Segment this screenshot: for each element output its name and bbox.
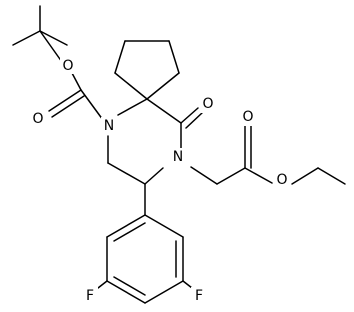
bond-carbamate-c-o-double-a [48,89,82,112]
bond-ch-n [144,167,164,185]
bond-n-spiro [117,98,148,116]
atom-o-carbonyl-boc: O [32,111,43,127]
atom-o-ester-ether: O [276,172,287,188]
atom-n-boc: N [104,118,114,134]
atom-f-right: F [195,288,203,304]
bond-carbamate-c-o-double-b [51,95,85,118]
bond-tbu-c-o [39,30,63,63]
bond-ch2-chaiyl [107,162,146,185]
bond-o-carbamate-c [71,72,82,91]
bond-ester-c-o-single [244,167,273,184]
bond-c-f-left [97,280,108,289]
bond-ar-6 [144,214,184,238]
atom-o-ether-boc: O [62,58,73,74]
bond-ethyl-ch2-ch3 [317,167,346,185]
atom-n-ring: N [173,149,183,165]
atom-o-lactam: O [202,96,213,112]
bond-cp-2 [114,40,126,74]
bond-tbu-c-ch3-left [12,30,41,46]
bond-lactam-c-spiro [146,98,182,124]
bond-o-ethyl-ch2 [291,167,319,185]
bond-ar-inner-2 [113,276,146,296]
atom-f-left: F [86,288,94,304]
bond-cp-4 [168,40,180,74]
bond-ar-inner-1 [113,222,146,242]
bond-lactam-c-o-double-b [185,112,203,129]
bond-ar-1 [106,214,146,238]
bond-ar-4 [144,280,184,304]
atom-o-ester-carbonyl: O [242,109,253,125]
bond-ch2-ester-c [216,167,246,185]
bond-lactam-c-o-double-a [180,107,199,124]
bond-n-ch2-side [190,166,218,185]
bond-ar-3 [106,280,146,304]
bond-cp-5 [146,72,180,100]
bond-cp-1 [114,72,148,100]
bond-c-f-right [182,280,193,289]
bond-carbamate-c-n [80,89,104,121]
bond-tbu-c-ch3-right [39,30,68,46]
